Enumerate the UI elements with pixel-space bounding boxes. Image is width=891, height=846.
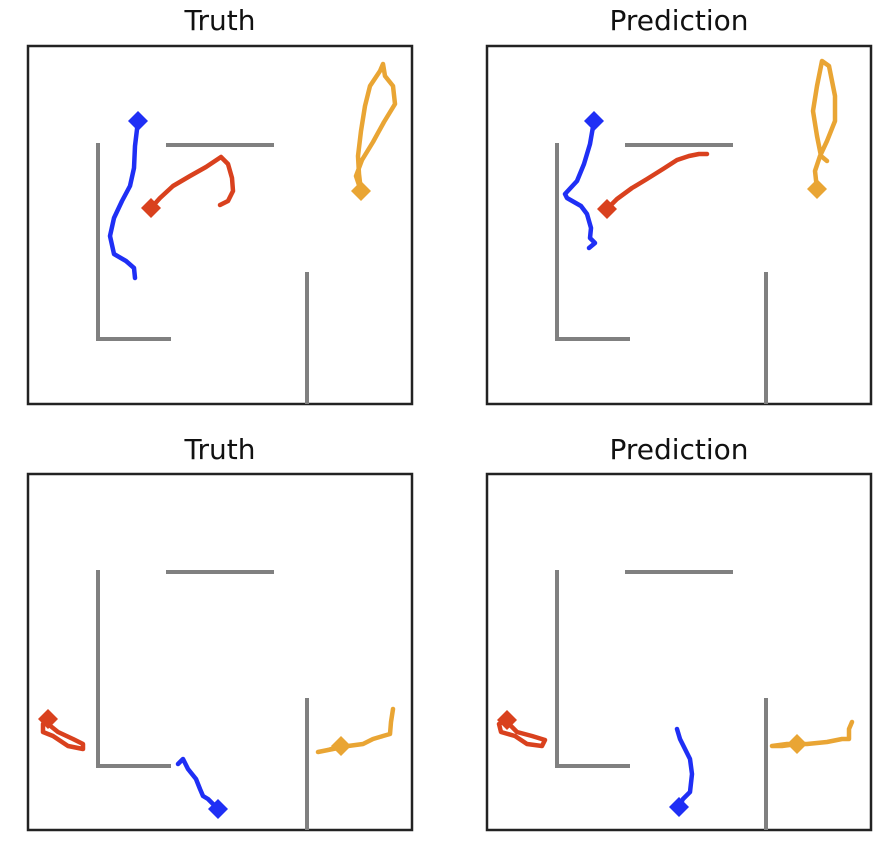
panel-title-truth-top: Truth: [184, 4, 256, 37]
orange-agent-start-marker: [351, 181, 371, 201]
panel-truth-bottom: [26, 472, 414, 832]
red-agent-start-marker: [597, 199, 617, 219]
wall-left-l: [96, 143, 171, 341]
red-agent-trajectory: [40, 716, 86, 752]
agent-trajectories: [496, 710, 855, 817]
orange-agent-start-marker: [331, 736, 351, 756]
blue-agent-start-marker: [128, 111, 148, 131]
orange-agent-trajectory: [353, 61, 398, 194]
orange-agent-start-marker: [787, 734, 807, 754]
orange-agent-trajectory: [769, 719, 855, 749]
wall-left-l: [555, 570, 630, 768]
blue-agent-trajectory: [674, 726, 695, 810]
blue-agent-trajectory: [175, 756, 221, 812]
panel-frame: [26, 472, 414, 832]
agent-trajectories: [562, 58, 838, 251]
agent-trajectories: [38, 706, 396, 819]
blue-agent-trajectory: [107, 118, 141, 281]
red-agent-trajectory: [604, 151, 710, 212]
agent-trajectories: [107, 61, 398, 281]
red-agent-start-marker: [497, 710, 517, 730]
red-agent-start-marker: [141, 198, 161, 218]
panel-title-prediction-top: Prediction: [609, 4, 749, 37]
panel-frame: [485, 44, 873, 406]
blue-agent-start-marker: [208, 799, 228, 819]
blue-agent-start-marker: [584, 111, 604, 131]
wall-left-l: [555, 143, 630, 341]
orange-agent-trajectory: [315, 706, 396, 755]
panel-prediction-top: [485, 44, 873, 406]
orange-agent-trajectory: [810, 58, 838, 192]
panel-prediction-bottom: [485, 472, 873, 832]
panel-frame: [485, 472, 873, 832]
panel-title-prediction-bottom: Prediction: [609, 433, 749, 466]
red-agent-start-marker: [38, 709, 58, 729]
panel-truth-top: [26, 44, 414, 406]
wall-left-l: [96, 570, 171, 768]
blue-agent-trajectory: [562, 118, 598, 251]
panel-frame: [26, 44, 414, 406]
orange-agent-start-marker: [807, 179, 827, 199]
blue-agent-start-marker: [669, 797, 689, 817]
panel-title-truth-bottom: Truth: [184, 433, 256, 466]
red-agent-trajectory: [496, 717, 548, 749]
red-agent-trajectory: [148, 154, 236, 211]
